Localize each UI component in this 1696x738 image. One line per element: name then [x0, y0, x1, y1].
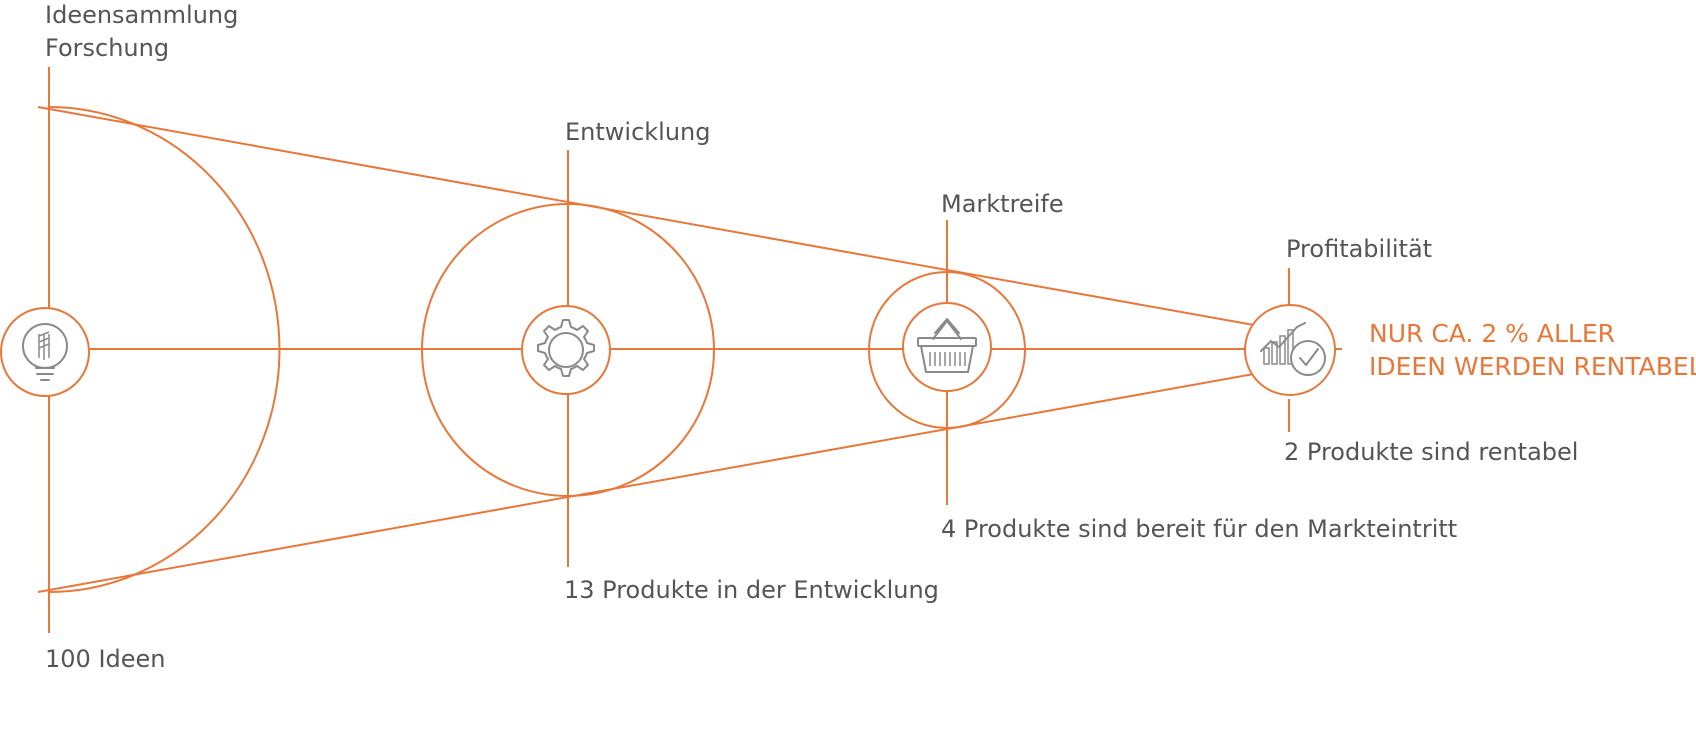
profit-title: Profitabilität	[1286, 235, 1432, 263]
research-title-line2: Forschung	[45, 34, 169, 62]
research-half-circle	[48, 106, 281, 593]
lightbulb-icon	[22, 323, 68, 381]
development-title: Entwicklung	[565, 118, 711, 146]
funnel-bottom-line	[37, 371, 1266, 593]
research-title-line1: Ideensammlung	[45, 1, 238, 29]
research-count-label: 100 Ideen	[45, 645, 166, 673]
profit-count-label: 2 Produkte sind rentabel	[1284, 438, 1578, 466]
market-title: Marktreife	[941, 190, 1064, 218]
highlight-line2: IDEEN WERDEN RENTABEL	[1369, 352, 1696, 381]
development-count-label: 13 Produkte in der Entwicklung	[564, 576, 939, 604]
chart-check-icon	[1260, 322, 1326, 376]
gear-icon	[537, 319, 595, 377]
research-node	[0, 307, 90, 397]
development-node	[521, 305, 611, 395]
market-count-label: 4 Produkte sind bereit für den Markteint…	[941, 515, 1457, 543]
shopping-basket-icon	[917, 318, 977, 373]
funnel-top-line	[37, 106, 1266, 328]
highlight-line1: NUR CA. 2 % ALLER	[1369, 319, 1615, 348]
